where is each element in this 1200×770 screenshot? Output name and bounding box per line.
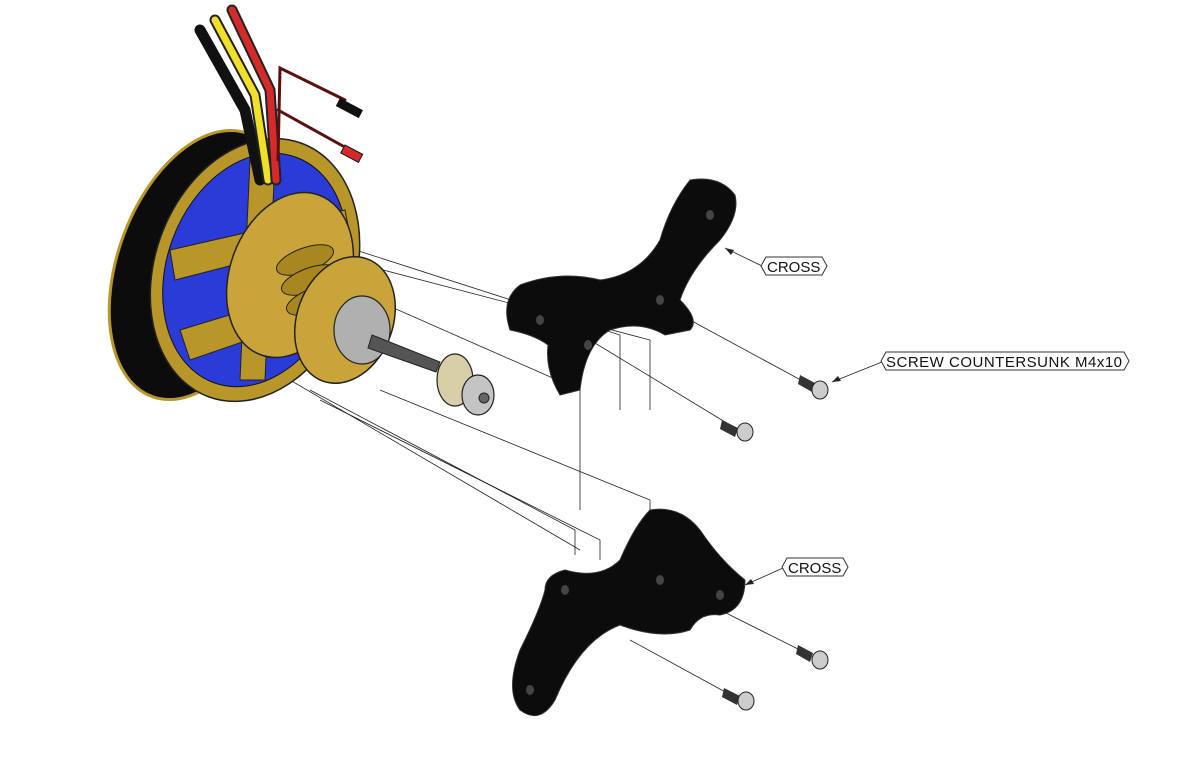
- cross-top-holes: [536, 210, 714, 350]
- motor: [107, 128, 495, 416]
- assembly-guide-lines: [289, 244, 811, 701]
- motor-wires: [194, 4, 364, 186]
- screw-icon: [722, 688, 755, 711]
- nut: [461, 374, 495, 416]
- threaded-shaft: [367, 334, 441, 373]
- screw-icon: [720, 420, 754, 442]
- signal-connector-red: [340, 144, 364, 164]
- shaft-collar: [333, 295, 391, 365]
- screws: [720, 375, 829, 711]
- callout-screw: SCREW COUNTERSUNK M4x10: [831, 351, 1130, 383]
- cross-bottom-label: CROSS: [788, 560, 841, 577]
- nut-hole: [478, 392, 490, 404]
- callout-cross-top: CROSS: [724, 247, 828, 276]
- callout-cross-bottom: CROSS: [744, 557, 849, 586]
- screw-icon: [798, 375, 829, 400]
- cross-part-top: [506, 178, 737, 396]
- signal-connector-black: [335, 98, 363, 119]
- cross-bottom-holes: [526, 575, 724, 695]
- cross-top-label: CROSS: [767, 259, 820, 276]
- screw-icon: [796, 645, 829, 670]
- screw-label: SCREW COUNTERSUNK M4x10: [886, 354, 1122, 371]
- cross-part-bottom: [512, 508, 746, 717]
